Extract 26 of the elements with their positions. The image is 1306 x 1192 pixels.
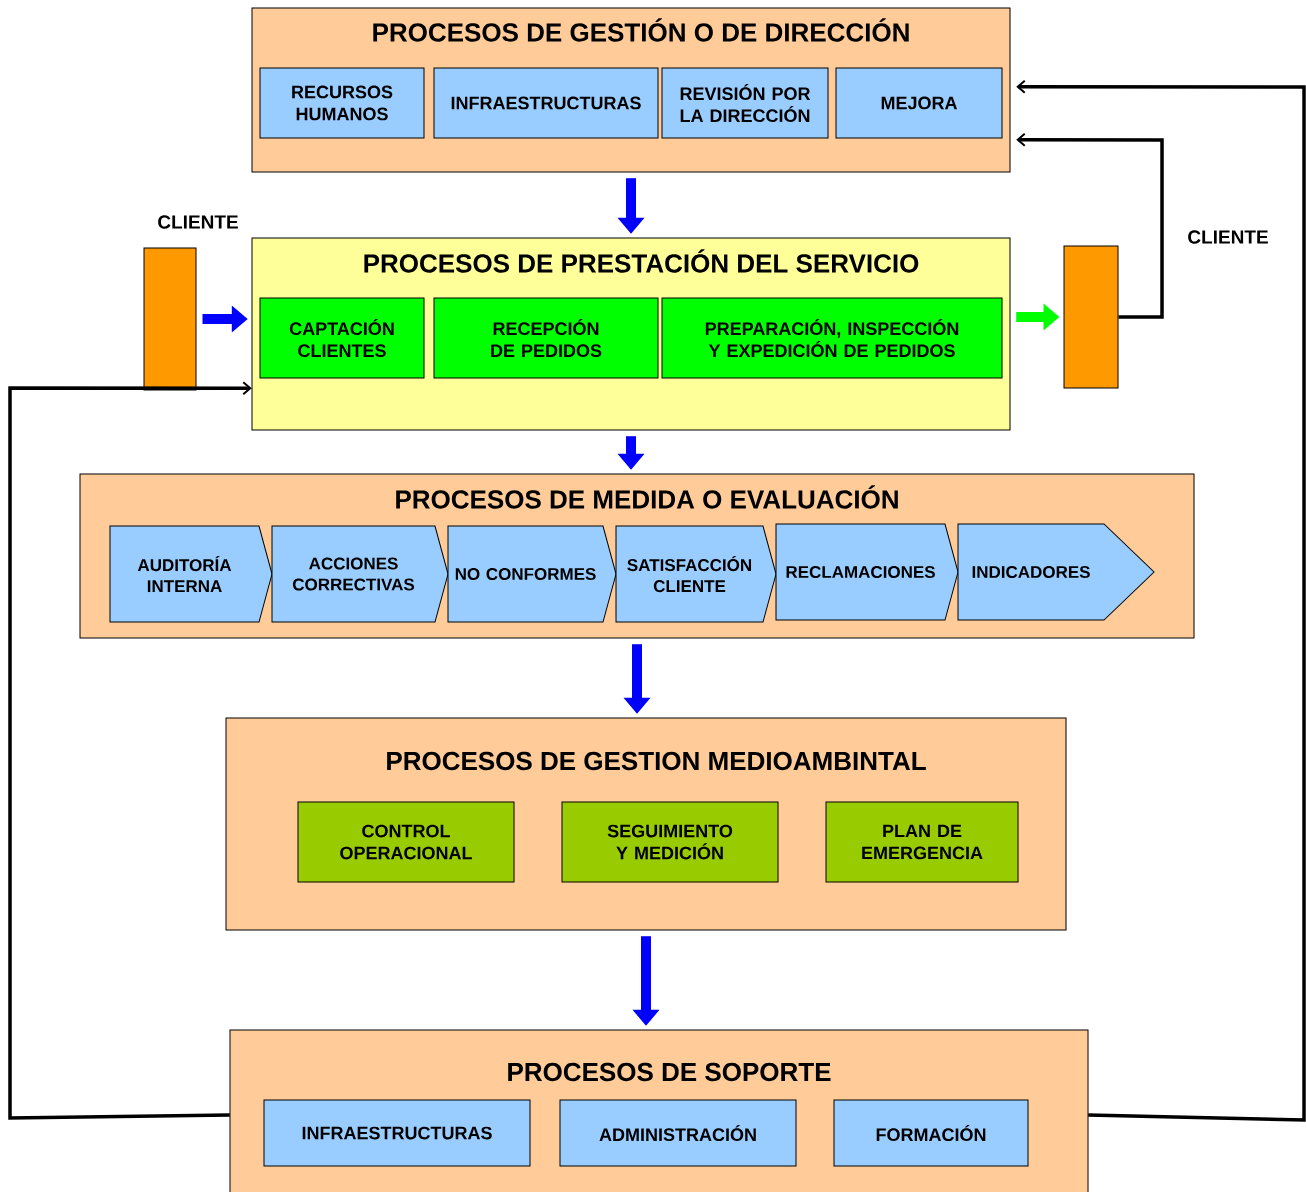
chevron-box: RECLAMACIONES xyxy=(775,523,959,621)
connector-arrow xyxy=(1016,132,1164,319)
client-bar xyxy=(143,247,197,391)
process-box: PLAN DE EMERGENCIA xyxy=(825,801,1019,883)
process-box: MEJORA xyxy=(835,67,1003,139)
process-box: RECURSOS HUMANOS xyxy=(259,67,425,139)
chevron-box: ACCIONES CORRECTIVAS xyxy=(271,525,449,623)
process-box: INFRAESTRUCTURAS xyxy=(263,1099,531,1167)
process-box: FORMACIÓN xyxy=(833,1099,1029,1167)
chevron-box: INDICADORES xyxy=(957,523,1155,621)
chevron-box: NO CONFORMES xyxy=(447,525,617,623)
chevron-box: AUDITORÍA INTERNA xyxy=(109,525,273,623)
process-box: PREPARACIÓN, INSPECCIÓN Y EXPEDICIÓN DE PEDIDOS xyxy=(661,297,1003,379)
client-bar xyxy=(1063,245,1119,389)
process-box: SEGUIMIENTO Y MEDICIÓN xyxy=(561,801,779,883)
client-label: CLIENTE xyxy=(1188,230,1268,244)
chevron-box: SATISFACCIÓN CLIENTE xyxy=(615,525,777,623)
process-box: RECEPCIÓN DE PEDIDOS xyxy=(433,297,659,379)
process-box: CONTROL OPERACIONAL xyxy=(297,801,515,883)
process-box: ADMINISTRACIÓN xyxy=(559,1099,797,1167)
process-box: INFRAESTRUCTURAS xyxy=(433,67,659,139)
connector-arrow xyxy=(8,381,252,1120)
connector-arrow xyxy=(1016,79,1306,1122)
process-box: CAPTACIÓN CLIENTES xyxy=(259,297,425,379)
process-box: REVISIÓN POR LA DIRECCIÓN xyxy=(661,67,829,139)
client-label: CLIENTE xyxy=(158,215,238,229)
